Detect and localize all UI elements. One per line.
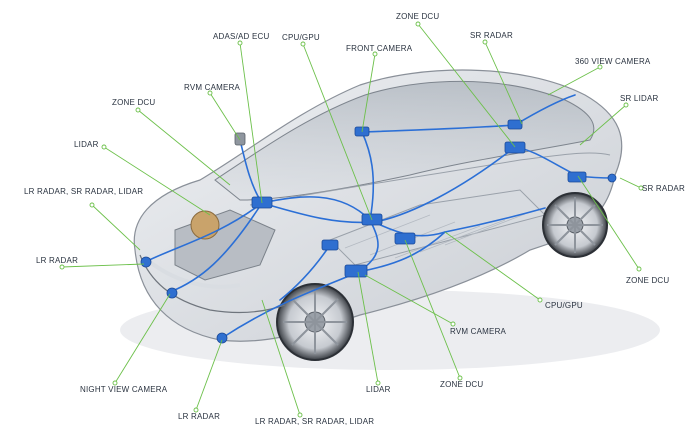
module-rear-sensor xyxy=(567,171,587,183)
label-night-view-camera: NIGHT VIEW CAMERA xyxy=(80,385,168,394)
label-sr-lidar: SR LIDAR xyxy=(620,94,659,103)
label-zone-dcu-right: ZONE DCU xyxy=(626,276,670,285)
label-rvm-camera-top: RVM CAMERA xyxy=(184,83,241,92)
sensor-rear-sr xyxy=(607,173,617,183)
label-cpu-gpu-top: CPU/GPU xyxy=(282,33,320,42)
beltline xyxy=(249,152,611,206)
module-center xyxy=(321,239,339,251)
label-lidar-left: LIDAR xyxy=(74,140,99,149)
label-lr-radar-left: LR RADAR xyxy=(36,256,79,265)
front-fascia xyxy=(139,254,286,314)
label-zone-dcu-top: ZONE DCU xyxy=(396,12,440,21)
module-zone-dcu-front xyxy=(344,264,368,278)
label-lr-radar-bottom: LR RADAR xyxy=(178,412,221,421)
module-360-camera xyxy=(507,119,523,130)
sensor-corner-front xyxy=(216,332,228,344)
front-wheel-spokes xyxy=(283,290,347,354)
headlight xyxy=(148,260,241,289)
label-sr-radar-top: SR RADAR xyxy=(470,31,513,40)
label-lr-sr-lidar-bottom: LR RADAR, SR RADAR, LIDAR xyxy=(255,417,375,426)
module-zone-dcu-rear xyxy=(504,141,526,154)
ecu-modules xyxy=(251,119,587,278)
sensor-front-lr-radar xyxy=(140,256,152,268)
module-zone-dcu-center xyxy=(394,232,416,245)
label-sr-radar-right: SR RADAR xyxy=(642,184,685,193)
label-cpu-gpu-bottom: CPU/GPU xyxy=(545,301,583,310)
rear-wheel-spokes xyxy=(547,197,603,253)
label-rvm-camera-bottom: RVM CAMERA xyxy=(450,327,507,336)
windshield-glass xyxy=(214,80,595,201)
label-lr-sr-lidar-left: LR RADAR, SR RADAR, LIDAR xyxy=(24,187,144,196)
label-zone-dcu-left: ZONE DCU xyxy=(112,98,156,107)
leader-lines xyxy=(61,23,642,416)
motor-coil xyxy=(190,210,220,240)
label-360-view-camera: 360 VIEW CAMERA xyxy=(575,57,651,66)
label-adas-ad-ecu: ADAS/AD ECU xyxy=(213,32,270,41)
label-front-camera: FRONT CAMERA xyxy=(346,44,413,53)
label-lidar-bottom: LIDAR xyxy=(366,385,391,394)
leader-anchors xyxy=(59,21,644,418)
label-zone-dcu-bottom: ZONE DCU xyxy=(440,380,484,389)
